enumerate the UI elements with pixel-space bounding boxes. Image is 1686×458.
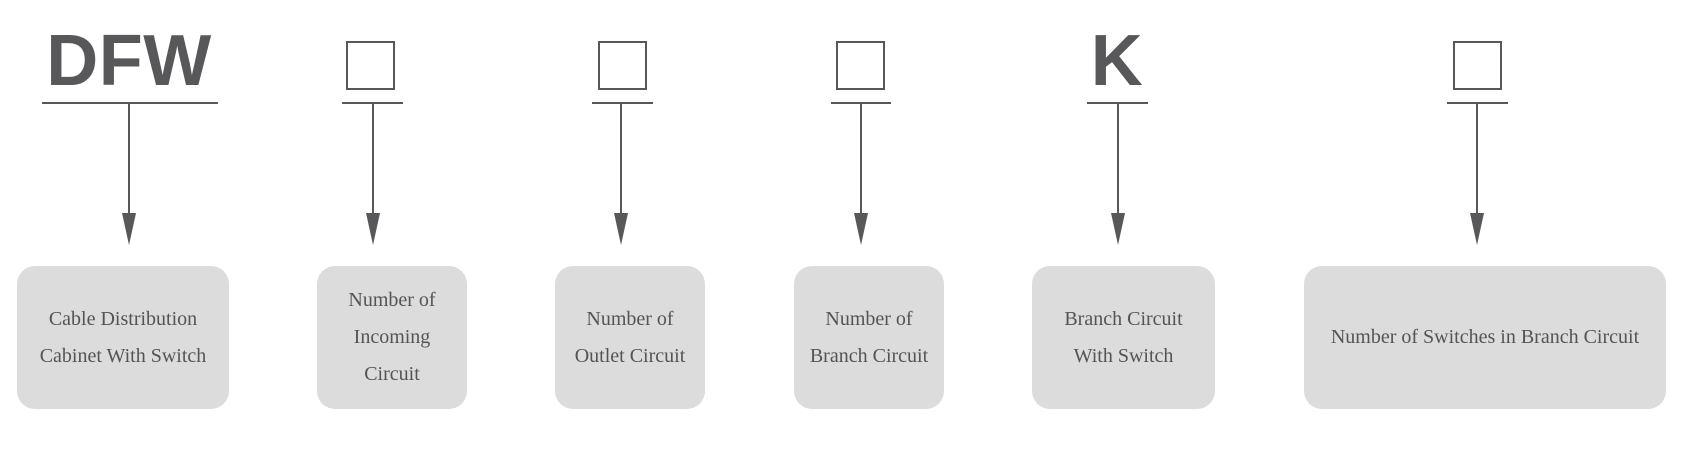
arrow-head-dfw <box>122 213 136 245</box>
description-text-k: Branch Circuit With Switch <box>1064 307 1183 367</box>
segment-code-slot <box>342 28 398 94</box>
placeholder-box-branch <box>835 40 885 90</box>
placeholder-box-outlet <box>597 40 647 90</box>
segment-dfw: DFW <box>40 0 218 458</box>
arrow-shaft-switches <box>1476 103 1478 215</box>
arrow-shaft-dfw <box>128 103 130 215</box>
segment-code-slot: K <box>1087 21 1147 101</box>
description-box-dfw: Cable Distribution Cabinet With Switch <box>17 266 229 409</box>
segment-code-slot: DFW <box>40 21 218 101</box>
arrow-shaft-branch <box>860 103 862 215</box>
description-text-branch: Number of Branch Circuit <box>809 307 929 367</box>
arrow-head-incoming <box>366 213 380 245</box>
arrow-head-switches <box>1470 213 1484 245</box>
description-box-branch: Number of Branch Circuit <box>794 266 944 409</box>
segment-code-k: K <box>1090 21 1144 101</box>
arrow-shaft-incoming <box>372 103 374 215</box>
segment-code-dfw: DFW <box>46 21 212 101</box>
segment-incoming <box>342 0 398 458</box>
segment-k: K <box>1087 0 1147 458</box>
description-box-outlet: Number of Outlet Circuit <box>555 266 705 409</box>
arrow-head-branch <box>854 213 868 245</box>
segment-branch <box>832 0 888 458</box>
description-text-dfw: Cable Distribution Cabinet With Switch <box>39 307 207 367</box>
placeholder-box-switches <box>1452 40 1502 90</box>
placeholder-box-incoming <box>345 40 395 90</box>
arrow-head-k <box>1111 213 1125 245</box>
segment-outlet <box>594 0 650 458</box>
segment-code-slot <box>594 28 650 94</box>
code-underline-dfw <box>42 102 218 104</box>
description-text-outlet: Number of Outlet Circuit <box>574 307 686 367</box>
description-text-switches: Number of Switches in Branch Circuit <box>1330 326 1640 348</box>
arrow-shaft-k <box>1117 103 1119 215</box>
description-box-switches: Number of Switches in Branch Circuit <box>1304 266 1666 409</box>
code-underline-outlet <box>592 102 653 104</box>
arrow-head-outlet <box>614 213 628 245</box>
description-text-incoming: Number of Incoming Circuit <box>348 289 436 385</box>
segment-code-slot <box>1449 28 1505 94</box>
segment-switches <box>1449 0 1505 458</box>
segment-code-slot <box>832 28 888 94</box>
description-box-incoming: Number of Incoming Circuit <box>317 266 467 409</box>
description-box-k: Branch Circuit With Switch <box>1032 266 1215 409</box>
arrow-shaft-outlet <box>620 103 622 215</box>
